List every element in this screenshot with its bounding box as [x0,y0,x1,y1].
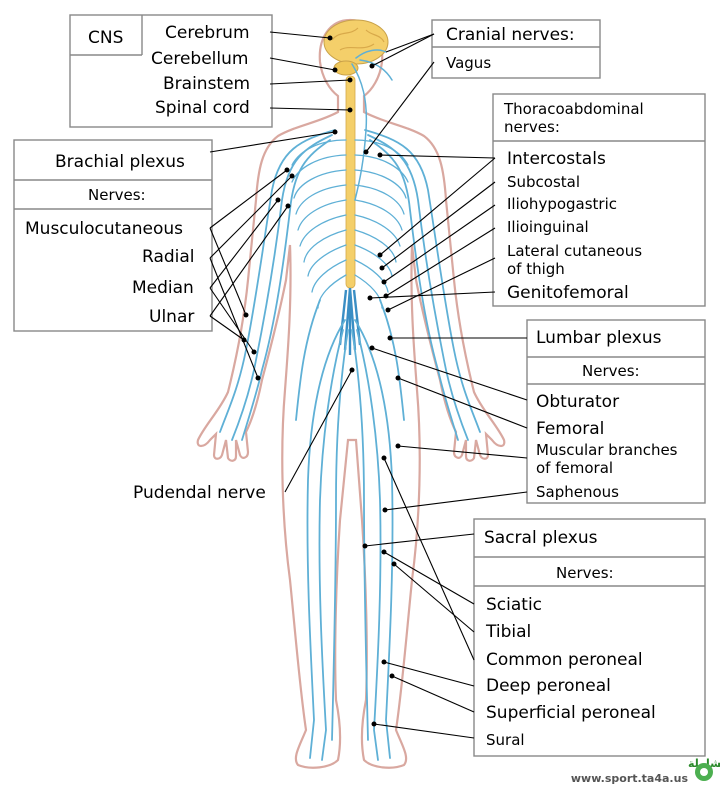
label-brainstem: Brainstem [163,74,250,94]
leader-lines [209,31,528,739]
cns-box-frame [69,14,273,128]
lumbar-box-frame [526,319,706,504]
lumbar-title: Lumbar plexus [536,328,662,348]
label-deep-peroneal: Deep peroneal [486,676,611,696]
label-muscular-branches: Muscular branches [536,441,678,459]
cns-box: CNS Cerebrum Cerebellum Brainstem Spinal… [69,14,273,128]
label-musculocutaneous: Musculocutaneous [25,219,183,239]
thoracoabdominal-box: Thoracoabdominal nerves: Intercostals Su… [492,93,706,307]
label-intercostals: Intercostals [507,149,606,169]
body-illustration [196,18,506,769]
label-tibial: Tibial [485,622,531,642]
brachial-title: Brachial plexus [55,152,185,172]
label-superficial-peroneal: Superficial peroneal [486,703,656,723]
sacral-subtitle: Nerves: [556,564,614,582]
label-ilioinguinal: Ilioinguinal [507,218,589,236]
label-of-femoral: of femoral [536,459,613,477]
label-sural: Sural [486,731,525,749]
label-radial: Radial [142,247,195,267]
thoracoabdominal-box-frame [492,93,706,307]
label-lateral-cutaneous: Lateral cutaneous [507,242,642,260]
cns-title: CNS [88,28,123,48]
label-cerebrum: Cerebrum [165,23,250,43]
sacral-plexus-box: Sacral plexus Nerves: Sciatic Tibial Com… [473,518,706,757]
sacral-title: Sacral plexus [484,528,598,548]
label-sciatic: Sciatic [486,595,542,615]
label-iliohypogastric: Iliohypogastric [507,195,617,213]
brachial-subtitle: Nerves: [88,186,146,204]
label-cerebellum: Cerebellum [151,49,248,69]
lumbar-subtitle: Nerves: [582,362,640,380]
body-outline [196,18,506,769]
label-pudendal-nerve: Pudendal nerve [133,483,266,503]
label-femoral: Femoral [536,419,604,439]
brachial-box-frame [13,139,213,332]
thoracoabdominal-title-line1: Thoracoabdominal [503,100,644,118]
label-median: Median [132,278,194,298]
watermark: المكتبة الرياضية الشاملة www.sport.ta4a.… [571,757,720,785]
label-genitofemoral: Genitofemoral [507,283,629,303]
label-obturator: Obturator [536,392,619,412]
label-of-thigh: of thigh [507,260,565,278]
cranial-title: Cranial nerves: [446,25,575,45]
label-spinal-cord: Spinal cord [155,98,250,118]
watermark-url: www.sport.ta4a.us [571,772,689,785]
label-vagus: Vagus [446,54,491,72]
label-ulnar: Ulnar [149,307,194,327]
label-saphenous: Saphenous [536,483,619,501]
label-subcostal: Subcostal [507,173,580,191]
cranial-nerves-box: Cranial nerves: Vagus [431,19,601,79]
label-common-peroneal: Common peroneal [486,650,643,670]
lumbar-plexus-box: Lumbar plexus Nerves: Obturator Femoral … [526,319,706,504]
cranial-box-frame [431,19,601,79]
brachial-plexus-box: Brachial plexus Nerves: Musculocutaneous… [13,139,213,332]
sacral-box-frame [473,518,706,757]
thoracoabdominal-title-line2: nerves: [504,118,560,136]
